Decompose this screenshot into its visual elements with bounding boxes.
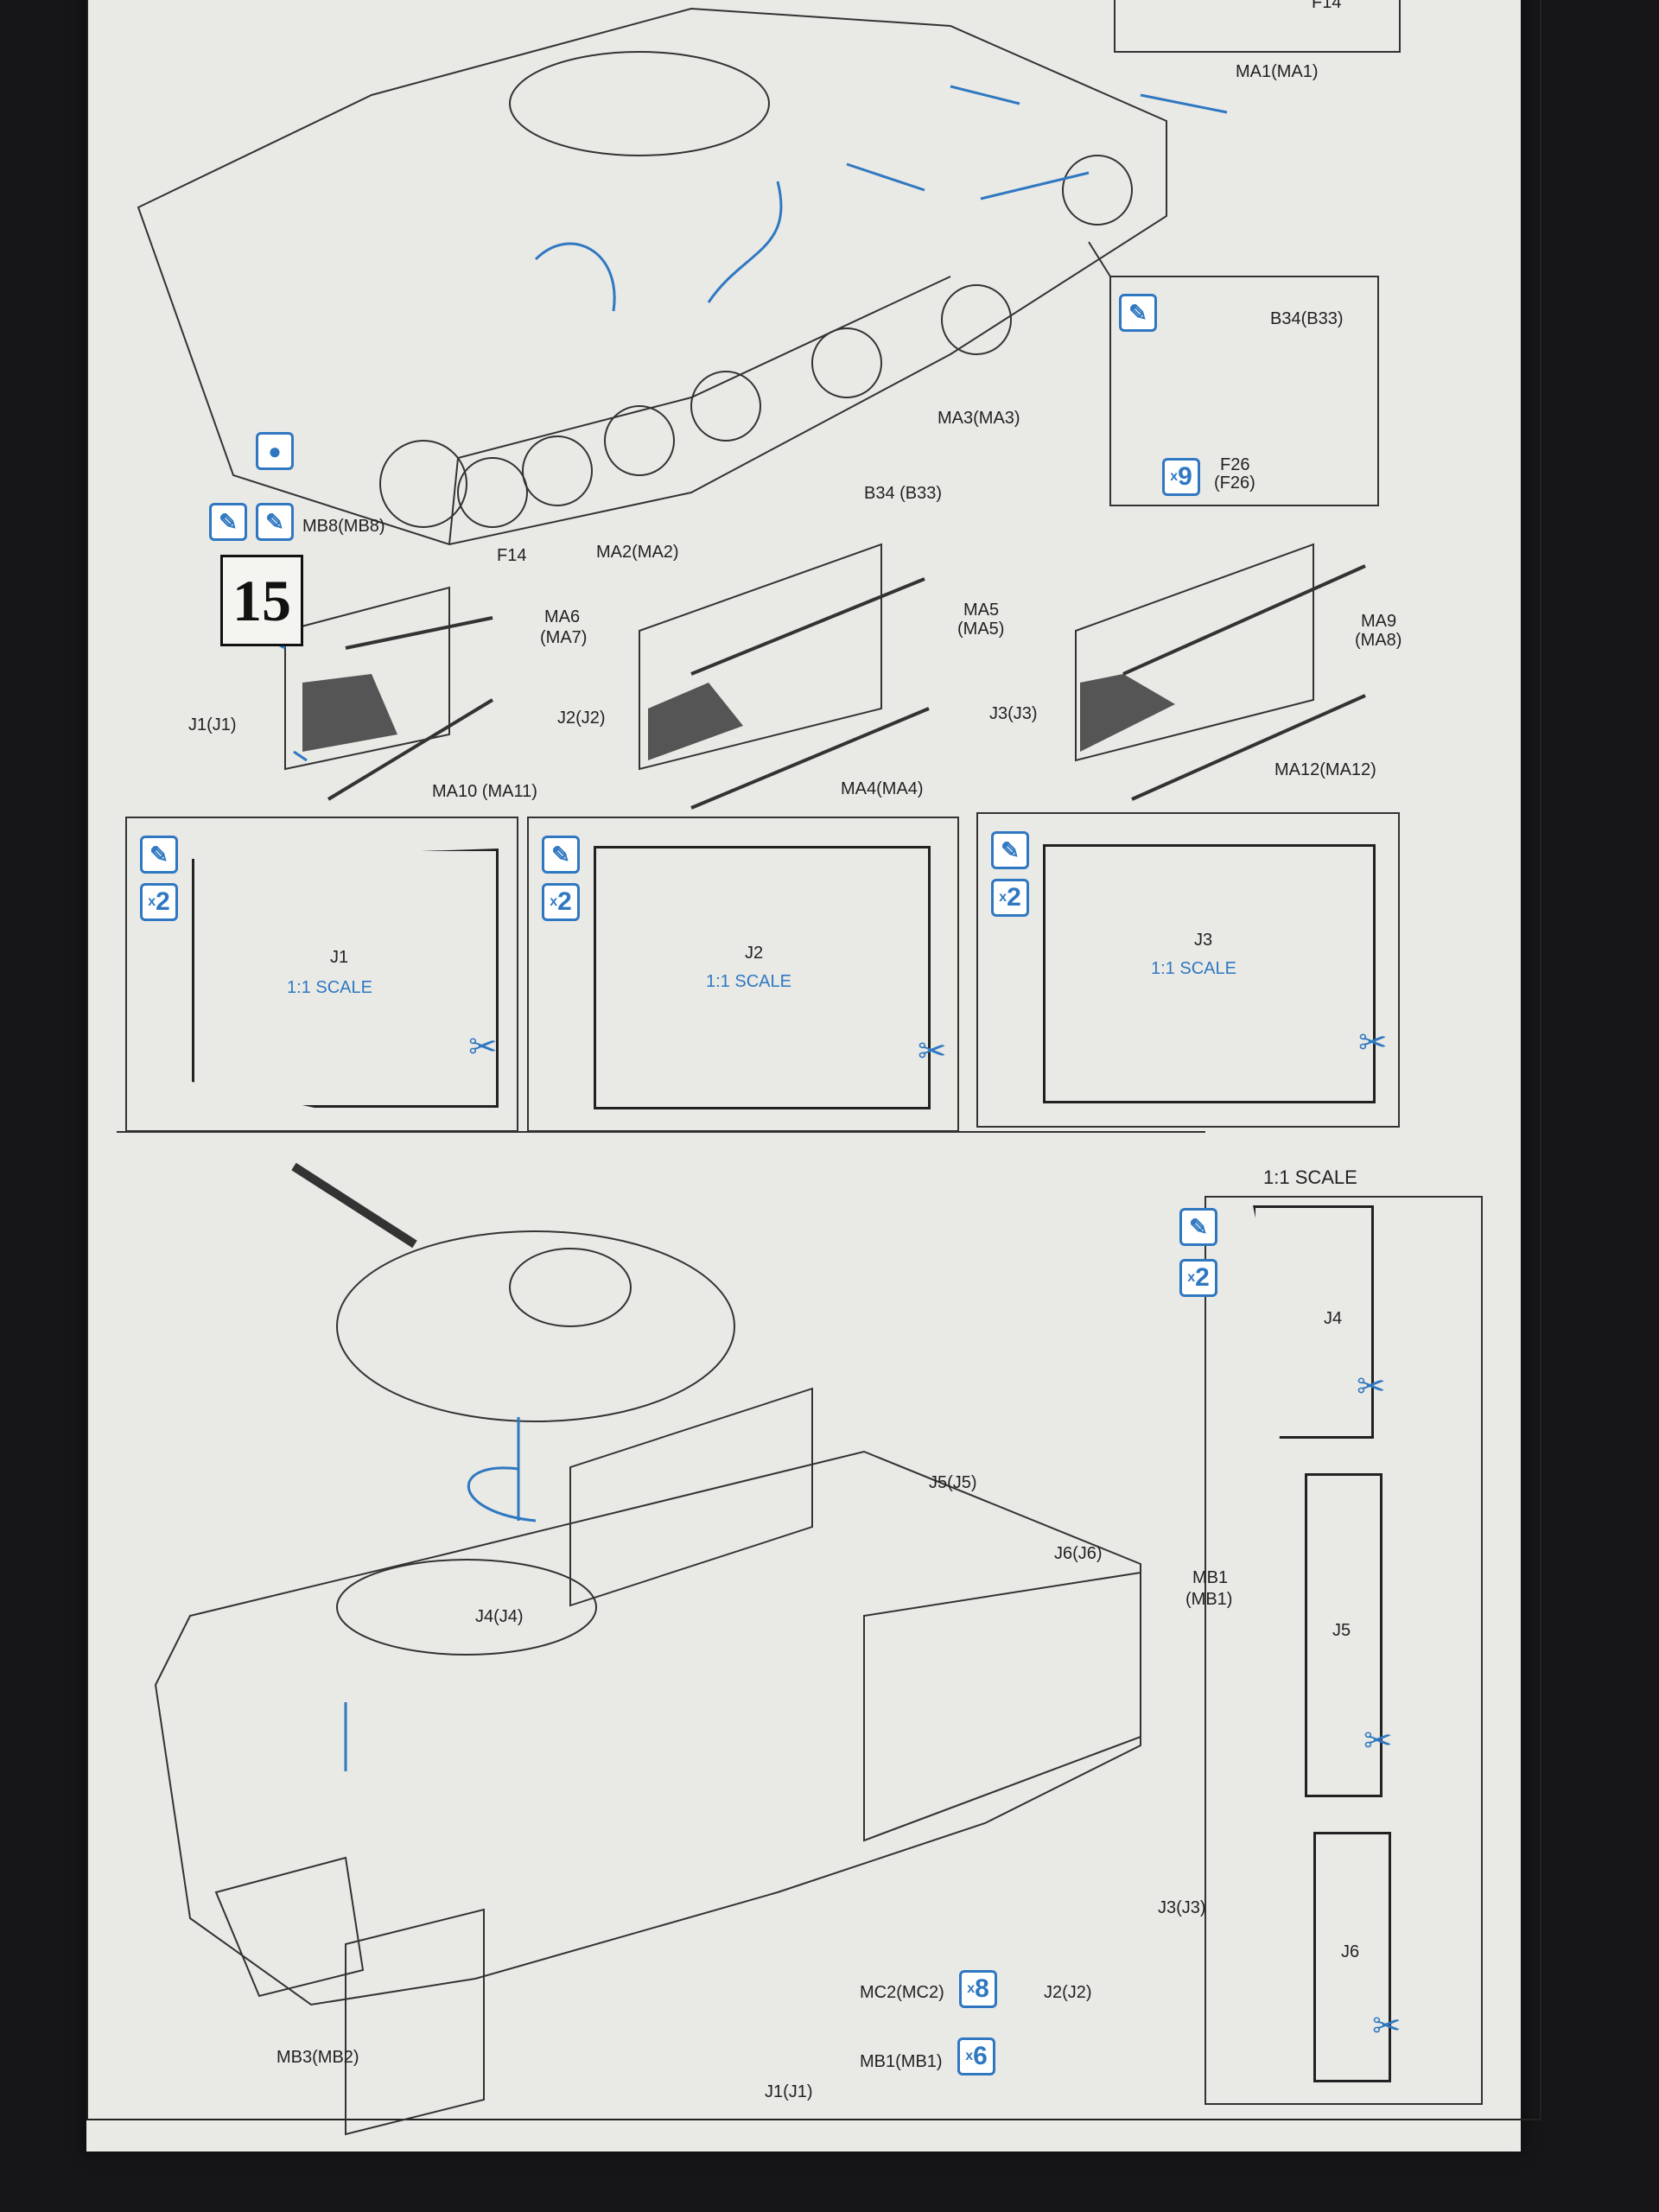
quantity-icon-mb1: x6 (957, 2037, 995, 2075)
quantity-icon-j1: x2 (140, 883, 178, 921)
quantity-icon-inset: x9 (1162, 458, 1200, 496)
label-f14-top: F14 (1312, 0, 1342, 12)
label-ma2: MA2(MA2) (596, 543, 679, 562)
scissors-icon-j3: ✂ (1358, 1024, 1388, 1062)
paint-brush-icon-side: ✎ (1179, 1208, 1217, 1246)
paint-brush-icon-j2: ✎ (542, 836, 580, 874)
template-name-j6: J6 (1341, 1942, 1360, 1961)
label-ma6: MA6 (544, 607, 581, 626)
paint-brush-icon-j1: ✎ (140, 836, 178, 874)
scissors-icon-j4: ✂ (1357, 1368, 1386, 1406)
label-f26-alt: (F26) (1214, 474, 1255, 493)
label-j3: J3(J3) (1158, 1898, 1206, 1917)
paint-icon-mb8: ✎ (209, 503, 247, 541)
label-ma5-alt: (MA5) (957, 620, 1005, 639)
label-ma10: MA10 (MA11) (432, 782, 537, 801)
quantity-icon-j3: x2 (991, 879, 1029, 917)
label-mb1-top-alt: (MB1) (1185, 1590, 1233, 1609)
quantity-icon-side: x2 (1179, 1259, 1217, 1297)
paint-brush-icon-inset: ✎ (1119, 294, 1157, 332)
line-art (117, 0, 1483, 2136)
label-j4: J4(J4) (475, 1607, 524, 1626)
top-hull-outline (137, 7, 1167, 546)
label-ma7: (MA7) (540, 628, 588, 647)
template-name-j1: J1 (330, 948, 349, 967)
instruction-sheet: 15 F14 MA1(MA1) B34(B33) F26 (F26) x9 ✎ … (86, 0, 1541, 2152)
template-scale-j3: 1:1 SCALE (1151, 959, 1236, 978)
label-ma8: (MA8) (1355, 631, 1402, 650)
label-mb1-top: MB1 (1192, 1568, 1229, 1587)
label-ma4: MA4(MA4) (841, 779, 924, 798)
template-panel-j3: ✎ x2 J3 1:1 SCALE ✂ (976, 812, 1400, 1128)
label-b34-inset: B34(B33) (1270, 309, 1344, 328)
label-mb1: MB1(MB1) (860, 2052, 943, 2071)
scissors-icon-j1: ✂ (468, 1028, 498, 1066)
template-name-j5: J5 (1332, 1621, 1351, 1640)
turret-body (336, 1230, 735, 1422)
template-name-j3: J3 (1194, 931, 1213, 950)
template-panel-j1: ✎ x2 J1 1:1 SCALE ✂ (125, 817, 518, 1132)
label-j2-sheet: J2(J2) (557, 709, 606, 728)
label-j2: J2(J2) (1044, 1983, 1092, 2002)
label-j5: J5(J5) (929, 1473, 977, 1492)
template-scale-j1: 1:1 SCALE (287, 978, 372, 997)
sheet-border (86, 0, 1541, 2120)
cut-outline-j6 (1313, 1832, 1391, 2082)
template-scale-j2: 1:1 SCALE (706, 972, 791, 991)
label-ma12: MA12(MA12) (1274, 760, 1376, 779)
label-j3-sheet: J3(J3) (989, 704, 1038, 723)
label-ma3: MA3(MA3) (938, 409, 1020, 428)
template-name-j2: J2 (745, 944, 764, 963)
step-number: 15 (220, 555, 303, 646)
label-b34: B34 (B33) (864, 484, 943, 503)
quantity-icon-j2: x2 (542, 883, 580, 921)
paint-brush-icon-j3: ✎ (991, 831, 1029, 869)
label-j1-sheet: J1(J1) (188, 715, 237, 734)
turret-ring (509, 51, 770, 156)
cut-outline-j5 (1305, 1473, 1382, 1797)
label-f26: F26 (1220, 455, 1250, 474)
side-templates-scale: 1:1 SCALE (1263, 1166, 1357, 1188)
template-panel-j2: ✎ x2 J2 1:1 SCALE ✂ (527, 817, 959, 1132)
label-ma1: MA1(MA1) (1236, 62, 1319, 81)
label-j6: J6(J6) (1054, 1544, 1103, 1563)
lower-hull-outline (154, 1450, 1141, 2006)
scissors-icon-j6: ✂ (1372, 2007, 1402, 2045)
label-ma5: MA5 (963, 601, 1000, 620)
hull-edge (448, 276, 951, 545)
label-mc2: MC2(MC2) (860, 1983, 944, 2002)
scissors-icon-j5: ✂ (1363, 1722, 1393, 1760)
cut-outline-j2 (594, 846, 931, 1109)
paint-brush-icon-top: ✎ (256, 503, 294, 541)
label-ma9: MA9 (1361, 612, 1397, 631)
template-name-j4: J4 (1324, 1309, 1343, 1328)
label-j1: J1(J1) (765, 2082, 813, 2101)
quantity-icon-mc2: x8 (959, 1970, 997, 2008)
cut-outline-j3 (1043, 844, 1376, 1103)
scissors-icon-j2: ✂ (918, 1033, 947, 1071)
label-mb8: MB8(MB8) (302, 517, 385, 536)
label-mb3: MB3(MB2) (276, 2048, 359, 2067)
label-f14: F14 (497, 546, 527, 565)
glue-drop-icon: ● (256, 432, 294, 470)
